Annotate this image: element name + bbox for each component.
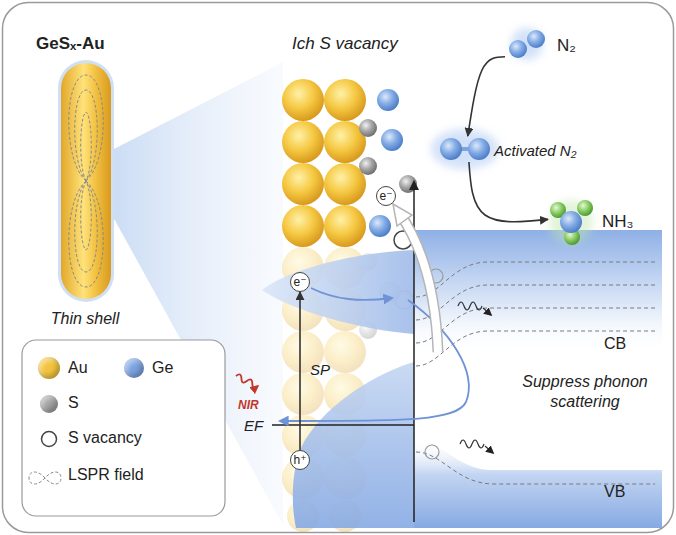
sp-band: [262, 250, 414, 334]
au-atom: [324, 205, 366, 247]
n-atom: [440, 138, 462, 160]
annotation: Ich S vacancy: [292, 34, 398, 54]
field-line: [69, 181, 104, 287]
molecule-art: [505, 28, 549, 60]
conduction-band: [414, 230, 662, 355]
annotation: NIR: [238, 398, 259, 412]
legend-label: LSPR field: [68, 466, 144, 484]
field-symbol: [29, 472, 61, 484]
legend-label: Ge: [152, 359, 173, 377]
phonon-symbol: [460, 440, 484, 448]
level-line: [416, 262, 655, 297]
au-atom: [282, 163, 324, 205]
level-line: [416, 331, 655, 366]
n-atom: [468, 138, 490, 160]
lspr-field: [69, 75, 104, 287]
annotation: VB: [604, 483, 625, 501]
n2-molecule: N₂: [505, 28, 549, 60]
edge-label: SP: [310, 361, 330, 378]
ge-atom: [369, 215, 391, 237]
legend-swatch: [40, 395, 58, 413]
s-atom: [359, 157, 377, 175]
vacancy-symbol: [42, 432, 57, 447]
legend-symbol: [40, 430, 58, 448]
level-line: [416, 452, 655, 484]
charge-label: h⁺: [293, 454, 306, 466]
gold-atoms: [282, 79, 366, 247]
phonon-symbol: [458, 302, 482, 310]
frame: [3, 3, 674, 533]
transfer-arrow: [311, 288, 392, 300]
vacancy: [425, 445, 439, 459]
field-line: [69, 75, 104, 181]
metal-band: [293, 362, 414, 528]
field-line: [75, 181, 98, 272]
annotation: GeSₓ-Au: [36, 34, 105, 54]
connector-arrow: [469, 162, 548, 222]
au-atom: [324, 331, 366, 373]
thin-shell: [58, 60, 114, 302]
au-atom: [282, 121, 324, 163]
au-atom: [324, 79, 366, 121]
annotation: Thin shell: [45, 310, 125, 328]
au-atom: [282, 205, 324, 247]
level-line: [416, 285, 655, 320]
injection-arrow-outline: [400, 214, 438, 352]
gold-nanorod: [61, 63, 111, 299]
nh3-molecule: NH₃: [548, 198, 594, 244]
hole: h⁺: [290, 450, 310, 470]
glow: [431, 129, 499, 169]
charge-label: e⁻: [379, 190, 392, 202]
injection-arrow: [400, 214, 438, 352]
molecule-label: NH₃: [602, 212, 633, 232]
annotation: EF: [244, 417, 263, 434]
field-line: [81, 181, 92, 250]
injection-arrow-head: [393, 204, 412, 226]
legend-swatch: [124, 358, 144, 378]
field-line: [75, 90, 98, 181]
au-atom: [282, 373, 324, 415]
n-atom: [509, 40, 527, 58]
electron: e⁻: [376, 186, 396, 206]
n-atom: [527, 30, 545, 48]
legend-symbol: [27, 467, 63, 489]
electron: e⁻: [290, 272, 310, 292]
annotation: CB: [604, 335, 626, 353]
ge-atom: [381, 129, 403, 151]
legend-swatch: [38, 357, 60, 379]
fermi-level: [272, 424, 414, 426]
glow: [549, 200, 593, 244]
valence-band: [414, 438, 662, 528]
au-atom: [282, 79, 324, 121]
phonon-arrow: [483, 308, 491, 315]
legend-label: Au: [68, 359, 88, 377]
connector-arrow: [299, 292, 301, 450]
n-atom: [560, 211, 582, 233]
molecule-art: [548, 198, 594, 244]
h-atom: [577, 200, 593, 216]
connector-arrow: [468, 57, 505, 136]
legend-box: [22, 340, 225, 516]
ge-atom: [377, 89, 399, 111]
activated-n2: Activated N₂: [436, 136, 494, 162]
charge-label: e⁻: [293, 276, 306, 288]
field-line: [81, 112, 92, 181]
annotation: Suppress phonon scattering: [510, 372, 660, 412]
nir-photon: [235, 373, 259, 389]
legend-label: S vacancy: [68, 429, 142, 447]
molecule-art: [436, 136, 494, 162]
molecule-label: N₂: [557, 36, 576, 56]
phonon-arrow: [485, 446, 493, 453]
molecule-label: Activated N₂: [494, 142, 576, 159]
s-atom: [359, 119, 377, 137]
legend-label: S: [68, 394, 79, 412]
